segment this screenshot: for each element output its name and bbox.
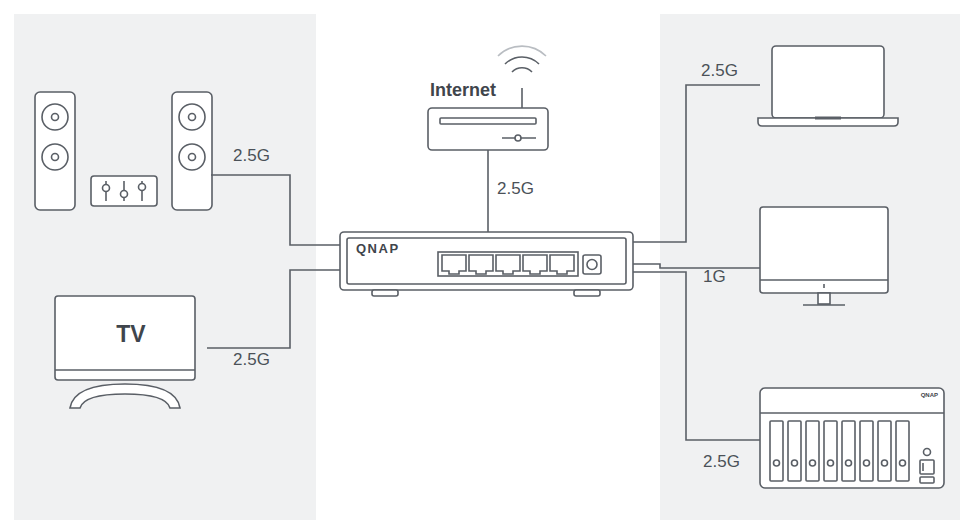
router-detail xyxy=(428,46,548,150)
ethernet-port xyxy=(442,255,466,274)
network-cable xyxy=(207,270,340,348)
drive-bay xyxy=(824,421,837,481)
network-cable xyxy=(633,264,760,268)
ethernet-port xyxy=(523,255,547,274)
ethernet-port xyxy=(469,255,493,274)
link-speed: 2.5G xyxy=(233,350,270,370)
network-cable xyxy=(487,150,489,232)
network-switch: QNAP xyxy=(340,232,633,290)
drive-bay xyxy=(864,460,870,466)
desktop-monitor xyxy=(760,207,888,305)
tv-detail xyxy=(55,296,195,408)
link-speed: 2.5G xyxy=(233,146,270,166)
link-speed: 2.5G xyxy=(703,452,740,472)
room-panel xyxy=(660,14,960,520)
nas-unit: QNAP xyxy=(760,388,944,488)
drive-bay xyxy=(792,460,798,466)
link-speed: 2.5G xyxy=(497,179,534,199)
drive-bay xyxy=(770,421,783,481)
switch-detail xyxy=(340,232,633,296)
network-cable xyxy=(633,272,760,440)
drive-bay xyxy=(846,460,852,466)
brand-logo: QNAP xyxy=(356,241,400,256)
drive-bay xyxy=(882,460,888,466)
link-speed: 2.5G xyxy=(701,61,738,81)
drive-bay xyxy=(828,460,834,466)
device-name: TV xyxy=(55,321,207,348)
drive-bay xyxy=(900,460,906,466)
room-panel xyxy=(14,14,316,520)
drive-bay xyxy=(774,460,780,466)
drive-bay xyxy=(806,421,819,481)
drive-bay xyxy=(878,421,891,481)
network-cable xyxy=(633,85,760,242)
drive-bay xyxy=(810,460,816,466)
link-speed: 1G xyxy=(703,267,726,287)
tv-screen: TV xyxy=(55,296,207,380)
nas-detail xyxy=(760,388,944,488)
drive-bay xyxy=(896,421,909,481)
brand-logo: QNAP xyxy=(921,392,938,398)
speaker-set xyxy=(35,92,212,210)
internet-router: Internet xyxy=(428,108,548,150)
router-heading: Internet xyxy=(430,80,496,101)
network-cable xyxy=(211,175,340,245)
drive-bay xyxy=(860,421,873,481)
ethernet-port xyxy=(496,255,520,274)
ethernet-port xyxy=(550,255,574,274)
drive-bay xyxy=(788,421,801,481)
laptop xyxy=(758,46,898,126)
drive-bay xyxy=(842,421,855,481)
